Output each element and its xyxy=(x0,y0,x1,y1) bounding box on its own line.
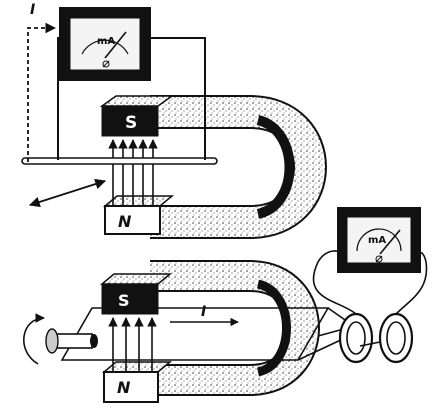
top-north-pole-label: N xyxy=(118,212,132,231)
top-milliammeter: mA xyxy=(59,7,151,81)
top-field-lines xyxy=(108,139,158,205)
bottom-meter-unit: mA xyxy=(368,235,386,246)
bottom-crank-handle xyxy=(23,313,98,365)
bottom-field-lines xyxy=(108,317,157,371)
top-figure: S N I xyxy=(21,2,327,239)
bottom-horseshoe-magnet xyxy=(150,260,320,396)
bottom-south-pole: S xyxy=(99,273,173,315)
bottom-slip-rings xyxy=(317,312,414,364)
bottom-milliammeter: mA xyxy=(337,207,421,273)
bottom-north-pole: N xyxy=(101,361,173,403)
bottom-figure: S N I xyxy=(23,207,428,403)
bottom-rotation-arrow xyxy=(23,313,45,365)
top-current-arrow xyxy=(27,22,57,162)
top-meter-unit: mA xyxy=(97,36,115,47)
top-south-pole-label: S xyxy=(125,113,137,133)
top-motion-arrow xyxy=(28,178,107,208)
top-horseshoe-magnet xyxy=(150,95,327,239)
bottom-current-label: I xyxy=(201,304,206,320)
top-south-pole: S xyxy=(99,95,175,137)
bottom-north-pole-label: N xyxy=(117,378,131,397)
top-current-label: I xyxy=(30,2,35,18)
bottom-south-pole-label: S xyxy=(118,291,130,310)
top-conductor-rod xyxy=(21,157,218,165)
